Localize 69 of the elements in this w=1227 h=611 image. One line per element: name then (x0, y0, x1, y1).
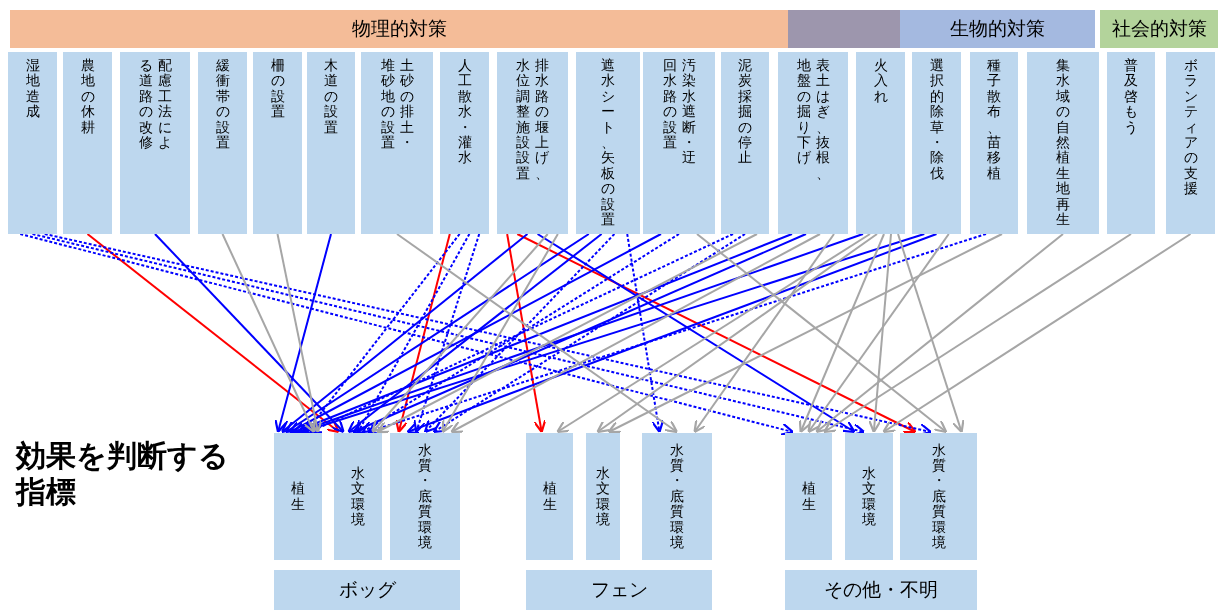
arrow (221, 233, 316, 434)
measure-box: 集水域の自然植生地再生 (1027, 52, 1099, 234)
arrow (280, 233, 529, 434)
arrow (376, 233, 758, 434)
arrow (274, 233, 332, 434)
measure-box: 木道の設置 (307, 52, 355, 234)
arrow (897, 233, 965, 434)
measure-box: 人工散水・灌水 (440, 52, 489, 234)
arrow (868, 233, 892, 434)
arrow (696, 233, 948, 434)
arrow (347, 233, 603, 434)
measure-box: 種子散布、苗移植 (970, 52, 1018, 234)
arrow (371, 233, 549, 434)
arrow (823, 233, 1132, 434)
indicator-box: 水文環境 (334, 433, 382, 560)
arrow (413, 233, 481, 434)
arrow (423, 233, 616, 434)
arrow (276, 233, 323, 434)
arrow (441, 233, 559, 434)
indicator-box: 水文環境 (845, 433, 893, 560)
category-band (788, 10, 900, 48)
measure-box: 農地の休耕 (63, 52, 112, 234)
arrow (882, 233, 1192, 434)
measure-box: 表土はぎ、抜根、地盤の掘り下げ (778, 52, 848, 234)
measure-box: ボランティアの支援 (1166, 52, 1215, 234)
arrow (607, 233, 1003, 434)
measure-box: 柵の設置 (253, 52, 302, 234)
arrow (304, 233, 461, 434)
arrow (450, 233, 821, 434)
arrow (308, 233, 734, 434)
indicator-box: 水文環境 (586, 433, 620, 560)
measure-box: 緩衝帯の設置 (198, 52, 247, 234)
arrow (815, 233, 1064, 434)
heading-label: 効果を判断する指標 (16, 438, 230, 510)
category-band: 社会的対策 (1100, 10, 1218, 48)
measure-box: 排水路の堰上げ、水位調整施設設置 (497, 52, 568, 234)
arrow (154, 233, 345, 434)
arrow (626, 233, 665, 434)
indicator-box: 水質・底質環境 (900, 433, 977, 560)
arrow (516, 233, 917, 434)
wetland-type-bar: フェン (526, 570, 712, 610)
indicator-box: 水質・底質環境 (390, 433, 460, 560)
measure-box: 汚染水遮断・迂回水路の設置 (643, 52, 715, 234)
indicator-box: 植生 (785, 433, 832, 560)
arrow (284, 233, 590, 434)
indicator-box: 植生 (526, 433, 573, 560)
wetland-type-bar: その他・不明 (785, 570, 977, 610)
wetland-type-bar: ボッグ (274, 570, 460, 610)
measure-box: 泥炭採掘の停止 (721, 52, 769, 234)
indicator-box: 植生 (274, 433, 322, 560)
measure-box: 選択的除草・除伐 (912, 52, 961, 234)
measure-box: 土砂の排土・堆砂地の設置 (361, 52, 433, 234)
category-band: 生物的対策 (900, 10, 1095, 48)
arrow (693, 233, 835, 434)
arrow (395, 233, 451, 434)
measure-box: 普及啓もう (1107, 52, 1155, 234)
category-band: 物理的対策 (10, 10, 788, 48)
arrow (288, 233, 662, 434)
arrow (432, 233, 746, 434)
measure-box: 配慮工法による道路の改修 (120, 52, 190, 234)
arrow (807, 233, 950, 434)
arrow (798, 233, 885, 434)
measure-box: 遮水シート、矢板の設置 (576, 52, 640, 234)
indicator-box: 水質・底質環境 (642, 433, 712, 560)
arrow (86, 233, 340, 434)
arrow (356, 233, 471, 434)
measure-box: 湿地造成 (8, 52, 57, 234)
arrow (506, 233, 547, 434)
measure-box: 火入れ (856, 52, 905, 234)
